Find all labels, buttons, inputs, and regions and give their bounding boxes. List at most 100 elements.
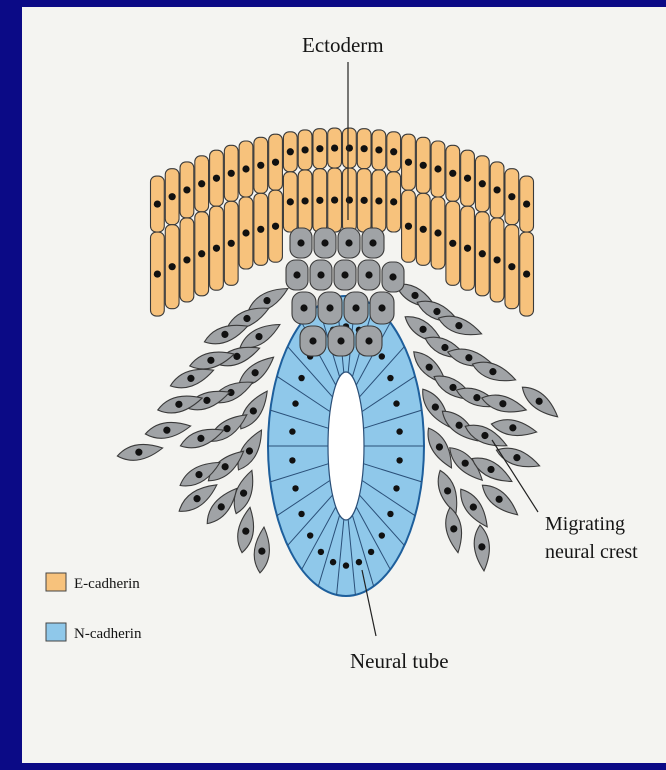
ectoderm-label: Ectoderm: [302, 33, 384, 57]
nucleus: [300, 304, 307, 311]
nucleus: [343, 562, 349, 568]
ectoderm-cell: [224, 201, 238, 285]
nucleus: [301, 146, 308, 153]
nucleus: [396, 428, 402, 434]
ectoderm-cell: [283, 132, 297, 172]
ectoderm-cell: [431, 141, 445, 197]
ectoderm-cell: [461, 150, 475, 206]
nucleus: [242, 229, 249, 236]
nucleus: [387, 511, 393, 517]
nucleus: [293, 271, 300, 278]
nucleus: [289, 457, 295, 463]
ectoderm-cell: [343, 168, 357, 232]
nucleus: [396, 457, 402, 463]
nucleus: [449, 240, 456, 247]
ectoderm-cell: [151, 176, 165, 232]
neural-crest-cell: [116, 441, 164, 464]
nucleus: [479, 180, 486, 187]
legend-swatch-e-cadherin: [46, 573, 66, 591]
nucleus: [361, 145, 368, 152]
ectoderm-cell: [180, 218, 194, 302]
ectoderm-cell: [210, 150, 224, 206]
nucleus: [297, 239, 304, 246]
ectoderm-cell: [490, 162, 504, 218]
nucleus: [309, 337, 316, 344]
nucleus: [479, 250, 486, 257]
nucleus: [352, 304, 359, 311]
nucleus: [287, 148, 294, 155]
nucleus: [379, 353, 385, 359]
nucleus: [316, 197, 323, 204]
nucleus: [434, 229, 441, 236]
neural-plate-cell: [334, 260, 356, 290]
ectoderm-cell: [490, 218, 504, 302]
nucleus: [493, 186, 500, 193]
legend-label-e-cadherin: E-cadherin: [74, 576, 140, 592]
ectoderm-cell: [505, 169, 519, 225]
nucleus: [183, 186, 190, 193]
ectoderm-cell: [328, 168, 342, 232]
nucleus: [341, 271, 348, 278]
ectoderm-cell: [446, 145, 460, 201]
nucleus: [298, 375, 304, 381]
nucleus: [405, 223, 412, 230]
nucleus: [307, 532, 313, 538]
nucleus: [346, 196, 353, 203]
nucleus: [301, 197, 308, 204]
nucleus: [272, 159, 279, 166]
nucleus: [169, 193, 176, 200]
ectoderm-cell: [298, 170, 312, 232]
ectoderm-cell: [313, 169, 327, 232]
ectoderm-cell: [239, 141, 253, 197]
nucleus: [523, 200, 530, 207]
nucleus: [292, 400, 298, 406]
nucleus: [316, 145, 323, 152]
nucleus: [345, 239, 352, 246]
nucleus: [242, 165, 249, 172]
neural-plate-cell: [328, 326, 354, 356]
nucleus: [317, 271, 324, 278]
nucleus: [508, 263, 515, 270]
ectoderm-cell: [461, 206, 475, 290]
neural-plate-cell: [344, 292, 368, 324]
nucleus: [523, 270, 530, 277]
nucleus: [365, 337, 372, 344]
nucleus: [154, 270, 161, 277]
ectoderm-cell: [416, 193, 430, 265]
nucleus: [337, 337, 344, 344]
ectoderm-cell: [520, 232, 534, 316]
nucleus: [378, 304, 385, 311]
neural-plate-cell: [300, 326, 326, 356]
ectoderm-cell: [298, 130, 312, 170]
neural-plate-cell: [338, 228, 360, 258]
nucleus: [228, 170, 235, 177]
nucleus: [183, 256, 190, 263]
nucleus: [369, 239, 376, 246]
ectoderm-cell: [195, 156, 209, 212]
nucleus: [375, 197, 382, 204]
nucleus: [393, 400, 399, 406]
ectoderm-cell: [269, 190, 283, 262]
ectoderm-cell: [224, 145, 238, 201]
neural-plate-cell: [286, 260, 308, 290]
neural-plate-cell: [290, 228, 312, 258]
nucleus: [289, 428, 295, 434]
nucleus: [420, 226, 427, 233]
ectoderm-cell: [416, 137, 430, 193]
nucleus: [321, 239, 328, 246]
nucleus: [198, 250, 205, 257]
nucleus: [257, 226, 264, 233]
neural-plate-cell: [310, 260, 332, 290]
nucleus: [272, 223, 279, 230]
neural-crest-cell: [433, 468, 463, 516]
nucleus: [169, 263, 176, 270]
ectoderm-cell: [372, 170, 386, 232]
ectoderm-cell: [313, 129, 327, 169]
neural-plate-cell: [292, 292, 316, 324]
neural-tube-lumen: [328, 372, 364, 520]
nucleus: [330, 559, 336, 565]
nucleus: [420, 162, 427, 169]
ectoderm-cell: [328, 128, 342, 168]
nucleus: [405, 159, 412, 166]
